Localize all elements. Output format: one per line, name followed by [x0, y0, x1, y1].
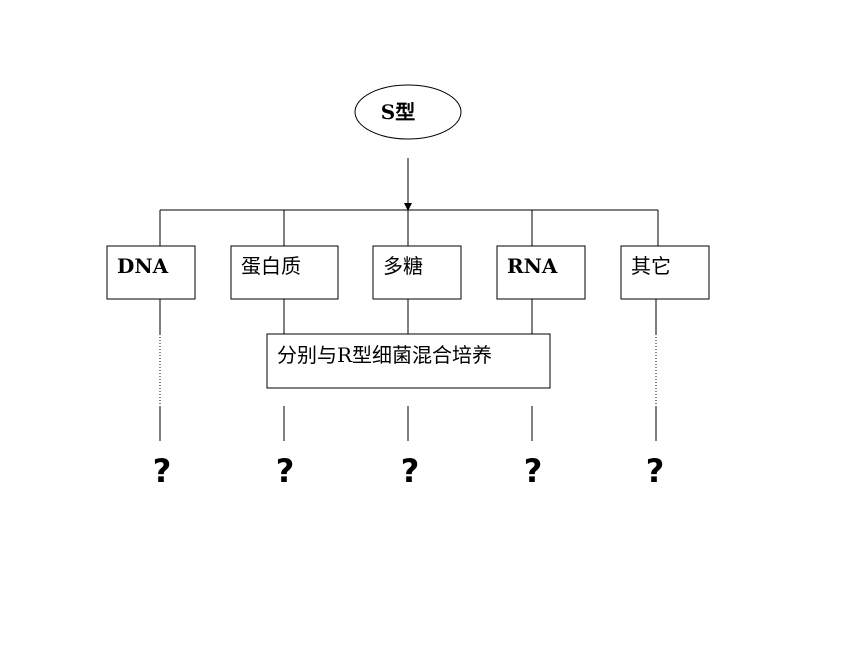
- component-label-other: 其它: [631, 254, 671, 278]
- component-box-rna: [496, 245, 586, 300]
- component-box-protein: [230, 245, 339, 300]
- component-box-other: [620, 245, 710, 300]
- result-unknown-polysaccharide: ?: [401, 452, 420, 490]
- component-label-rna: RNA: [507, 254, 558, 278]
- outer-dotted-lines: [159, 334, 657, 406]
- component-label-protein: 蛋白质: [241, 254, 301, 278]
- culture-box-label: 分别与R型细菌混合培养: [277, 343, 492, 367]
- result-unknown-protein: ?: [276, 452, 295, 490]
- root-node-label: S型: [381, 100, 415, 124]
- component-box-polysaccharide: [372, 245, 462, 300]
- culture-box: [266, 333, 551, 389]
- result-unknown-dna: ?: [153, 452, 172, 490]
- result-unknown-rna: ?: [524, 452, 543, 490]
- component-box-dna: [106, 245, 196, 300]
- component-drop-lines: [159, 210, 659, 246]
- component-label-polysaccharide: 多糖: [383, 254, 423, 278]
- root-node-s-type: [354, 84, 462, 140]
- result-unknown-other: ?: [646, 452, 665, 490]
- result-lines: [159, 406, 657, 441]
- component-output-lines: [159, 299, 657, 334]
- component-label-dna: DNA: [117, 254, 169, 278]
